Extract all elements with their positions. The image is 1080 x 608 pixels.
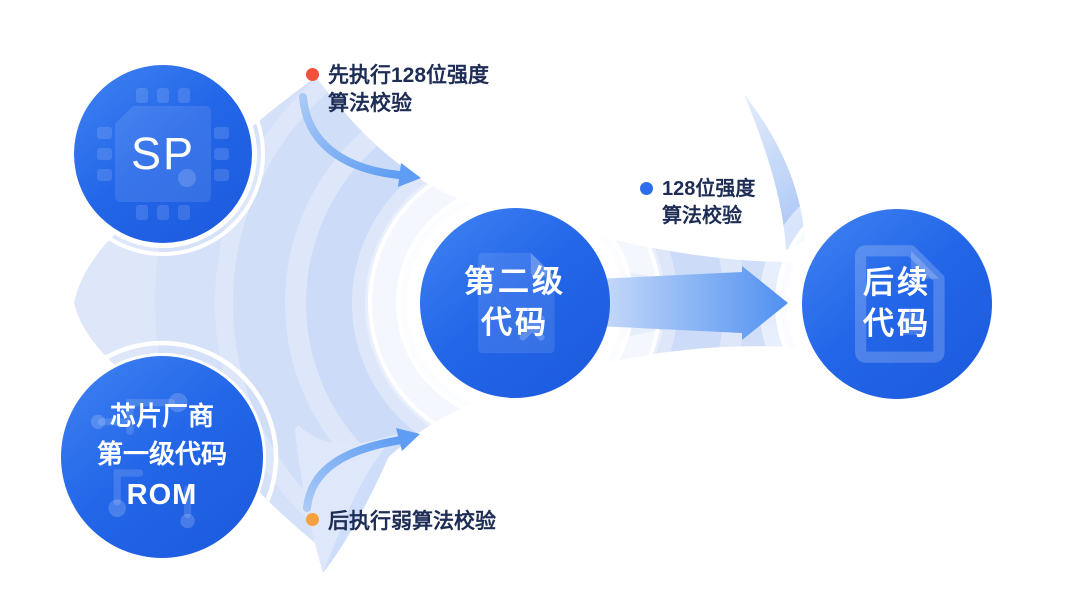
node-second-stage-code: 第二级 代码 xyxy=(420,208,610,398)
node-rom-label: 芯片厂商 第一级代码 ROM xyxy=(97,398,227,515)
sail-fold xyxy=(323,434,398,573)
circuit-board-icon xyxy=(90,393,195,529)
annotation-line: 后执行弱算法校验 xyxy=(328,510,496,533)
node-rom-label-line3: ROM xyxy=(126,478,198,511)
red-dot-icon xyxy=(306,68,319,81)
annotation-line: 算法校验 xyxy=(328,91,412,115)
node-subsequent-label: 后续 代码 xyxy=(863,263,931,345)
top-curved-arrow xyxy=(299,93,421,187)
node-sp: SP xyxy=(74,65,252,243)
document-outline-icon xyxy=(855,245,945,363)
annotation-strong-check-text: 128位强度 算法校验 xyxy=(662,176,755,230)
blue-dot-icon xyxy=(640,182,653,195)
orange-dot-icon xyxy=(306,513,319,526)
node-subsequent-label-line1: 后续 xyxy=(863,265,931,301)
annotation-strong-check-first-text: 先执行128位强度 算法校验 xyxy=(328,62,489,118)
document-icon xyxy=(478,252,555,354)
annotation-weak-check-after-text: 后执行弱算法校验 xyxy=(328,508,496,535)
node-sp-label: SP xyxy=(130,128,196,179)
annotation-strong-check: 128位强度 算法校验 xyxy=(640,176,755,230)
chip-icon xyxy=(97,88,229,220)
main-arrow xyxy=(596,266,788,340)
node-rom: 芯片厂商 第一级代码 ROM xyxy=(61,356,263,558)
annotation-line: 算法校验 xyxy=(662,205,742,228)
node-second-stage-label-line2: 代码 xyxy=(481,305,549,340)
node-subsequent-label-line2: 代码 xyxy=(863,306,931,341)
node-subsequent-code: 后续 代码 xyxy=(802,209,992,399)
sail-shape xyxy=(295,425,398,573)
annotation-line: 128位强度 xyxy=(662,178,756,200)
bottom-curved-arrow xyxy=(303,428,420,512)
node-second-stage-label: 第二级 代码 xyxy=(464,262,566,344)
crescent-shape xyxy=(744,94,805,250)
annotation-weak-check-after: 后执行弱算法校验 xyxy=(306,508,496,535)
annotation-line: 先执行128位强度 xyxy=(328,64,490,87)
node-second-stage-label-line1: 第二级 xyxy=(464,264,566,300)
node-rom-label-line1: 芯片厂商 xyxy=(109,401,214,432)
annotation-strong-check-first: 先执行128位强度 算法校验 xyxy=(306,62,489,118)
node-rom-label-line2: 第一级代码 xyxy=(96,438,227,469)
